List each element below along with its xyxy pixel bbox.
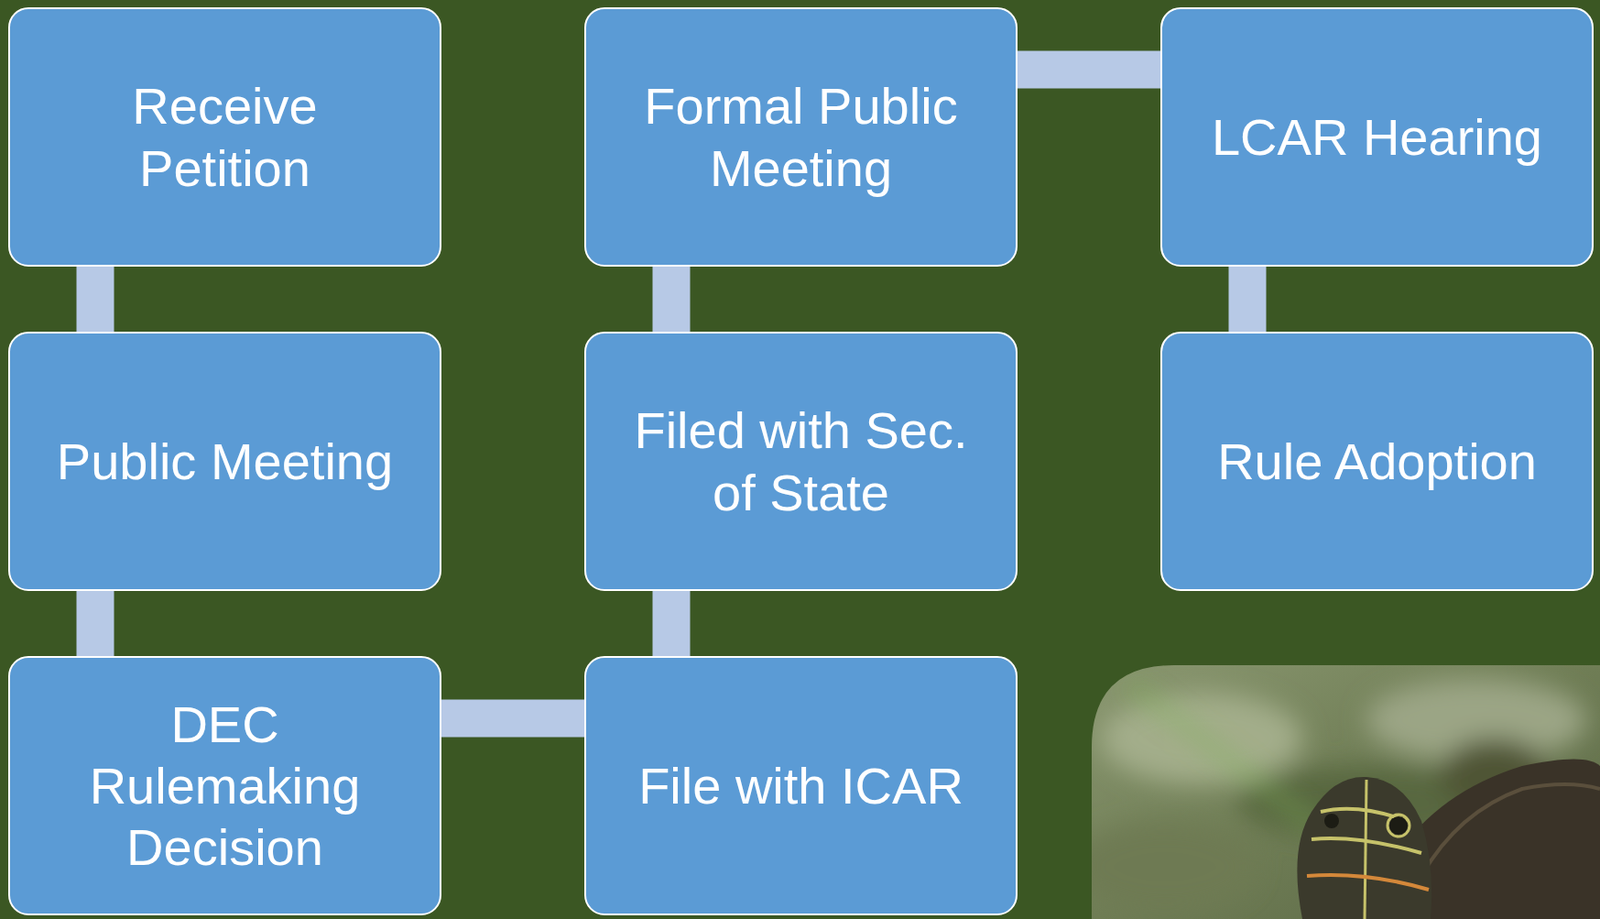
process-box: Filed with Sec. of State — [584, 331, 1018, 591]
connector-bar — [1016, 51, 1162, 89]
step-label: Formal Public Meeting — [622, 75, 980, 198]
process-box: File with ICAR — [584, 655, 1018, 915]
process-box: DEC Rulemaking Decision — [8, 655, 442, 915]
connector-bar — [653, 589, 691, 657]
process-box: LCAR Hearing — [1160, 7, 1594, 267]
step-label: File with ICAR — [638, 754, 964, 817]
connector-bar — [653, 265, 691, 333]
step-label: Rule Adoption — [1217, 430, 1537, 492]
step-label: LCAR Hearing — [1211, 106, 1543, 168]
step-label: DEC Rulemaking Decision — [46, 693, 403, 879]
connector-bar — [1229, 265, 1267, 333]
process-box: Public Meeting — [8, 331, 442, 591]
process-box: Formal Public Meeting — [584, 7, 1018, 267]
turtle-photo — [1091, 664, 1600, 919]
process-box: Rule Adoption — [1160, 331, 1594, 591]
process-box: Receive Petition — [8, 7, 442, 267]
connector-bar — [440, 699, 586, 738]
connector-bar — [76, 589, 115, 657]
step-label: Receive Petition — [46, 75, 403, 198]
step-label: Filed with Sec. of State — [622, 399, 980, 523]
step-label: Public Meeting — [56, 430, 393, 492]
connector-bar — [76, 265, 115, 333]
